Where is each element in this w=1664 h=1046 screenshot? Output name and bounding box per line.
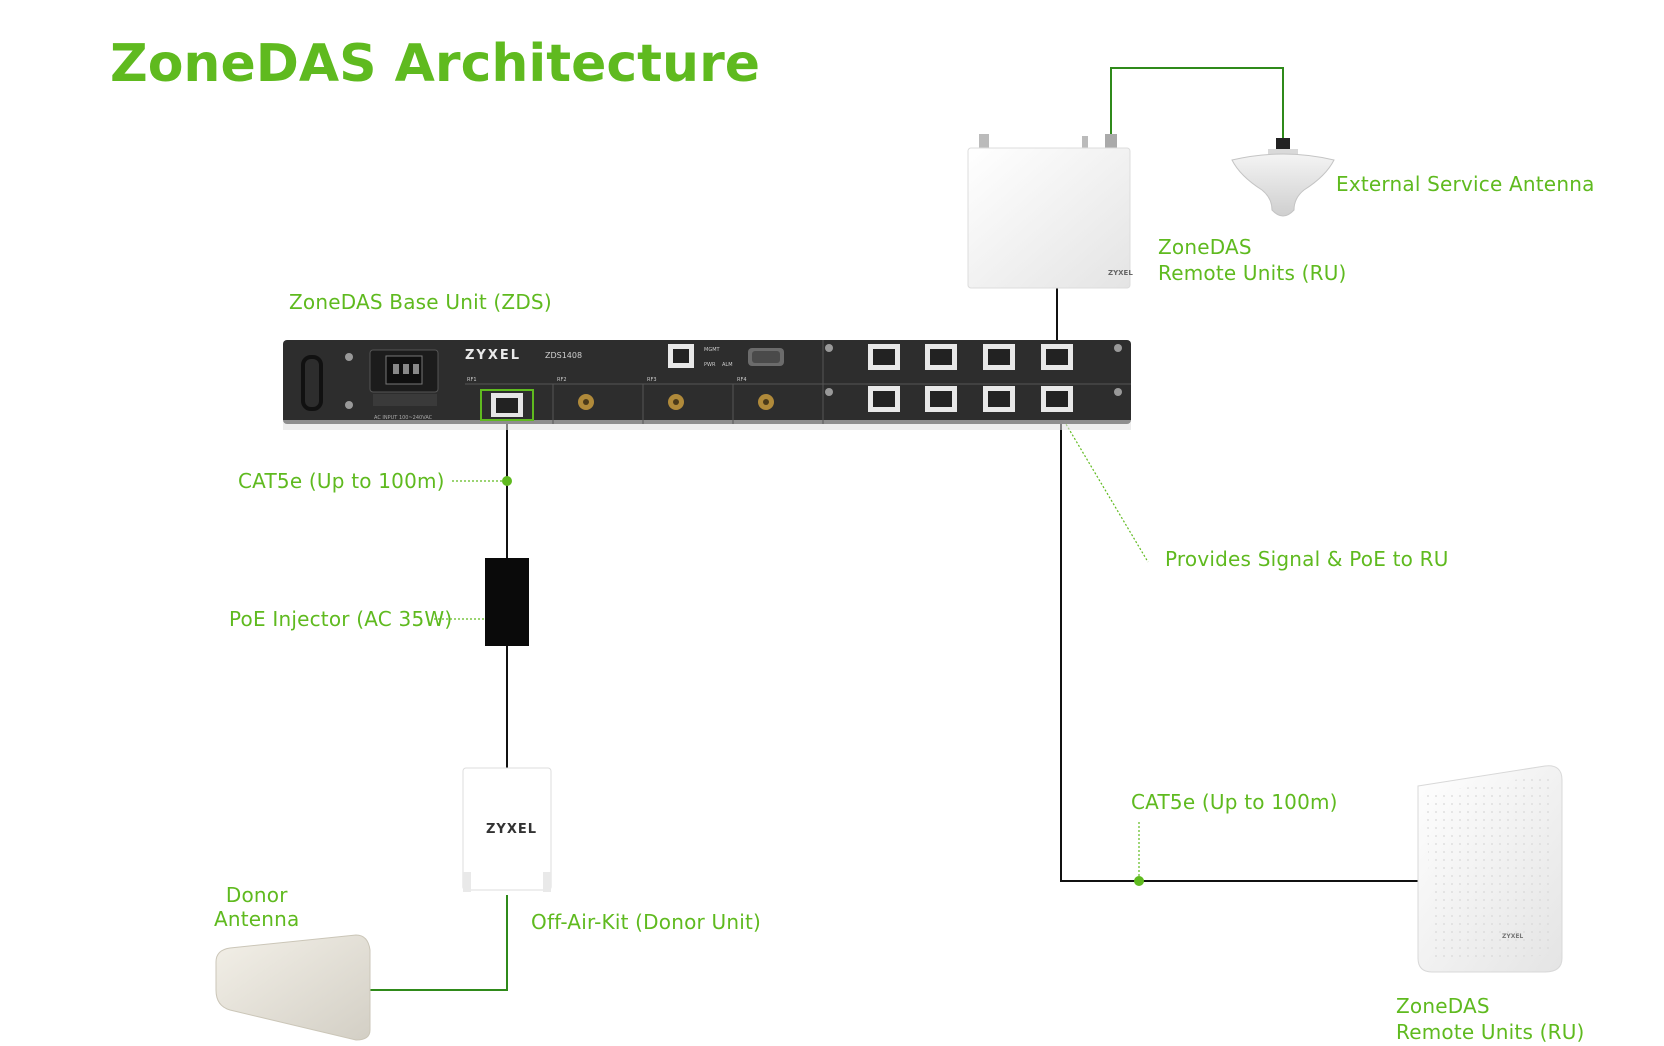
donor-antenna-label-line1: Donor xyxy=(225,883,288,907)
base-pwr-label: PWR xyxy=(704,362,716,368)
base-unit-label: ZoneDAS Base Unit (ZDS) xyxy=(289,290,552,314)
off-air-kit-label: Off-Air-Kit (Donor Unit) xyxy=(531,910,762,934)
leader-lines xyxy=(434,413,1149,880)
base-rf2-label: RF2 xyxy=(557,377,567,383)
base-unit-icon: AC INPUT 100~240VAC ZYXEL ZDS1408 MGMT P… xyxy=(283,340,1131,430)
donor-antenna-icon xyxy=(215,934,371,1041)
cat5e-left-label: CAT5e (Up to 100m) xyxy=(238,469,445,493)
cables xyxy=(368,67,1418,991)
remote-unit-bottom-label: ZoneDAS Remote Units (RU) xyxy=(1396,993,1585,1045)
cable-kit-to-donor xyxy=(368,895,508,991)
base-alm-label: ALM xyxy=(722,362,733,368)
antenna-cable xyxy=(1110,67,1284,148)
remote-unit-icon: ZYXEL xyxy=(1417,765,1563,973)
remote-unit-bottom-label-line1: ZoneDAS xyxy=(1396,994,1490,1018)
cable-base-to-ru-bottom xyxy=(1060,420,1418,882)
poe-injector-icon xyxy=(485,558,529,646)
remote-unit-top-label-line2: Remote Units (RU) xyxy=(1158,261,1347,285)
remote-unit-top-label: ZoneDAS Remote Units (RU) xyxy=(1158,234,1347,286)
off-air-kit-brand: ZYXEL xyxy=(486,822,537,837)
remote-unit-top-label-line1: ZoneDAS xyxy=(1158,235,1252,259)
base-ports-top xyxy=(868,344,1073,370)
remote-unit-bottom-label-line2: Remote Units (RU) xyxy=(1396,1020,1585,1044)
base-ports-bottom xyxy=(868,386,1073,412)
base-rf4-label: RF4 xyxy=(737,377,747,383)
ru-top-brand: ZYXEL xyxy=(1108,269,1133,277)
off-air-kit-icon: ZYXEL xyxy=(462,767,552,892)
base-ac-input-label: AC INPUT 100~240VAC xyxy=(374,415,433,421)
ru-bottom-brand: ZYXEL xyxy=(1502,933,1523,940)
base-model: ZDS1408 xyxy=(545,351,582,360)
base-rf1-label: RF1 xyxy=(467,377,477,383)
donor-antenna-label: Donor Antenna xyxy=(214,883,300,931)
remote-unit-icon: ZYXEL xyxy=(967,134,1133,289)
poe-injector-label: PoE Injector (AC 35W) xyxy=(229,607,453,631)
base-brand: ZYXEL xyxy=(465,348,521,363)
cat5e-right-label: CAT5e (Up to 100m) xyxy=(1131,790,1338,814)
base-mgmt-label: MGMT xyxy=(704,347,721,353)
leader-dots xyxy=(493,397,1144,886)
base-rf3-label: RF3 xyxy=(647,377,657,383)
donor-antenna-label-line2: Antenna xyxy=(214,907,300,931)
external-antenna-label: External Service Antenna xyxy=(1336,172,1595,196)
page-title: ZoneDAS Architecture xyxy=(110,34,760,94)
provides-signal-label: Provides Signal & PoE to RU xyxy=(1165,547,1449,571)
external-antenna-icon xyxy=(1231,138,1335,217)
